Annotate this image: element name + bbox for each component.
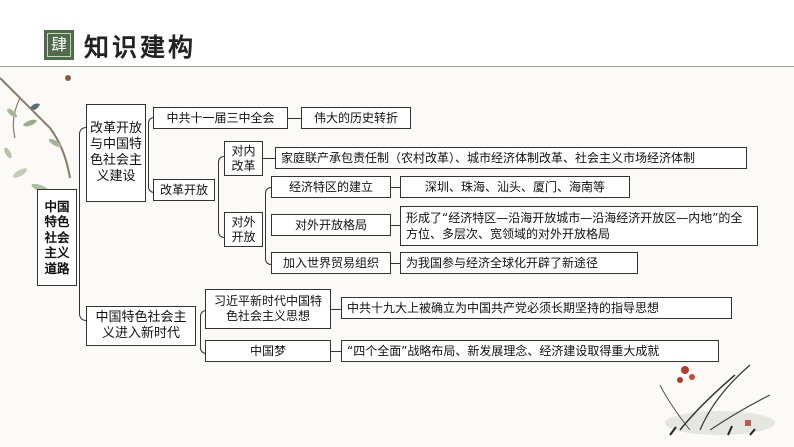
reform-bracket bbox=[218, 156, 224, 238]
section-badge: 肆 bbox=[44, 30, 74, 60]
header-bar: 肆 知识建构 bbox=[0, 0, 794, 66]
branch2-bracket bbox=[200, 310, 206, 354]
connector-sez bbox=[391, 187, 400, 188]
external-bracket bbox=[265, 187, 271, 265]
node-wto-content: 为我国参与经济全球化开辟了新途径 bbox=[400, 252, 638, 274]
connector-chinese-dream bbox=[331, 351, 341, 352]
node-internal-content: 家庭联产承包责任制（农村改革）、城市经济体制改革、社会主义市场经济体制 bbox=[275, 147, 747, 169]
node-sez-content: 深圳、珠海、汕头、厦门、海南等 bbox=[400, 176, 630, 198]
node-third-plenum: 中共十一届三中全会 bbox=[153, 107, 288, 129]
node-chinese-dream: 中国梦 bbox=[205, 340, 331, 362]
header-divider bbox=[0, 66, 794, 67]
node-wto: 加入世界贸易组织 bbox=[271, 252, 391, 274]
page-title: 知识建构 bbox=[84, 33, 197, 62]
root-node: 中国特色社会主义道路 bbox=[37, 189, 77, 286]
connector-third-plenum bbox=[288, 118, 301, 119]
connector-xi-thought bbox=[331, 309, 341, 310]
node-reform-opening: 改革开放 bbox=[153, 179, 215, 201]
node-historic-turn: 伟大的历史转折 bbox=[301, 107, 411, 129]
branch1-bracket bbox=[148, 117, 154, 193]
section-badge-label: 肆 bbox=[47, 33, 71, 57]
node-opening-pattern: 对外开放格局 bbox=[271, 214, 391, 236]
branch-new-era: 中国特色社会主义进入新时代 bbox=[86, 306, 196, 346]
orchid-painting bbox=[659, 364, 775, 436]
bird-branch-painting bbox=[0, 75, 71, 193]
connector-wto bbox=[391, 263, 400, 264]
node-opening-pattern-content: 形成了“经济特区—沿海开放城市—沿海经济开放区—内地”的全方位、多层次、宽领域的… bbox=[400, 206, 758, 246]
node-external-opening: 对外开放 bbox=[224, 212, 263, 247]
node-xi-thought-content: 中共十九大上被确立为中国共产党必须长期坚持的指导思想 bbox=[341, 297, 732, 319]
root-bracket bbox=[79, 127, 86, 321]
node-sez: 经济特区的建立 bbox=[271, 176, 391, 198]
branch-reform-opening: 改革开放与中国特色社会主义建设 bbox=[86, 104, 146, 202]
node-xi-thought: 习近平新时代中国特色社会主义思想 bbox=[205, 289, 331, 329]
node-chinese-dream-content: “四个全面”战略布局、新发展理念、经济建设取得重大成就 bbox=[341, 340, 719, 362]
node-internal-reform: 对内改革 bbox=[224, 141, 263, 176]
connector-opening-pattern bbox=[391, 225, 400, 226]
connector-internal bbox=[263, 158, 275, 159]
